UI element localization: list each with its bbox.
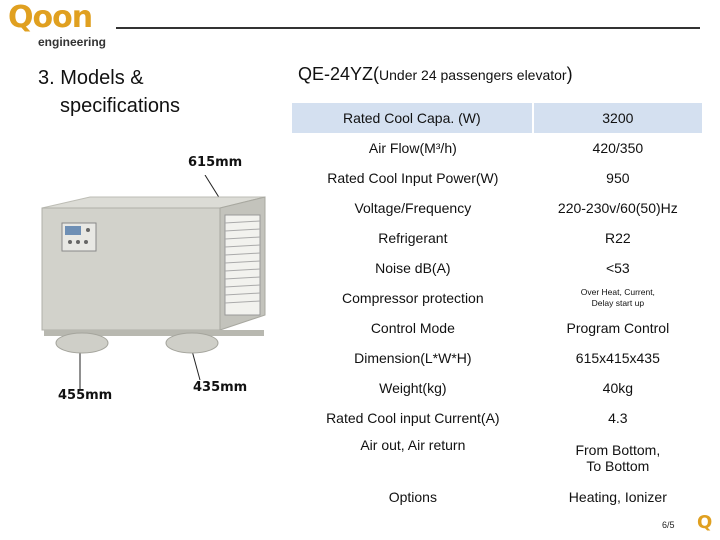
spec-value-line: Over Heat, Current, xyxy=(580,287,655,297)
spec-value: 3200 xyxy=(533,103,702,133)
spec-value: 950 xyxy=(606,170,630,186)
table-row: Rated Cool Capa. (W) 3200 xyxy=(292,103,702,133)
spec-value: 40kg xyxy=(602,380,634,396)
spec-label: Control Mode xyxy=(370,320,455,336)
table-row: Weight(kg) 40kg xyxy=(292,373,702,403)
spec-value: 420/350 xyxy=(592,140,644,156)
section-title: 3. Models & specifications xyxy=(38,64,180,120)
section-title-line1: 3. Models & xyxy=(38,67,144,89)
table-row: Control Mode Program Control xyxy=(292,313,702,343)
table-row: Compressor protection Over Heat, Current… xyxy=(292,283,702,313)
spec-value: R22 xyxy=(604,230,631,246)
spec-label: Air Flow(M³/h) xyxy=(368,140,457,156)
spec-label: Rated Cool Capa. (W) xyxy=(292,103,534,133)
table-row: Rated Cool Input Power(W) 950 xyxy=(292,163,702,193)
model-subtitle: Under 24 passengers elevator xyxy=(379,67,567,83)
spec-value: Over Heat, Current, Delay start up xyxy=(534,283,702,313)
spec-value-line: To Bottom xyxy=(586,458,650,474)
air-outlet-duct xyxy=(55,332,109,354)
air-conditioner-unit-image xyxy=(41,175,266,390)
control-panel xyxy=(61,222,97,252)
side-vent-grille xyxy=(224,214,261,316)
spec-value-line: From Bottom, xyxy=(575,442,661,458)
spec-label: Voltage/Frequency xyxy=(354,200,472,216)
table-row: Air out, Air return From Bottom, To Bott… xyxy=(292,433,702,483)
dimension-width-label: 455mm xyxy=(58,388,113,403)
corner-logo: Q xyxy=(697,512,713,533)
spec-label: Refrigerant xyxy=(378,230,448,246)
air-return-duct xyxy=(165,332,219,354)
logo-brand-text: Qoon xyxy=(8,0,93,35)
spec-value: 220-230v/60(50)Hz xyxy=(557,200,678,216)
spec-value: 615x415x435 xyxy=(575,350,660,366)
dimension-depth-label: 435mm xyxy=(193,380,248,395)
spec-label: Air out, Air return xyxy=(360,437,466,453)
spec-value-line: Delay start up xyxy=(591,298,645,308)
spec-label: Weight(kg) xyxy=(379,380,447,396)
model-title-close: ) xyxy=(566,64,573,84)
spec-value: From Bottom, To Bottom xyxy=(534,433,702,483)
table-row: Rated Cool input Current(A) 4.3 xyxy=(292,403,702,433)
spec-value: 4.3 xyxy=(608,410,628,426)
table-row: Voltage/Frequency 220-230v/60(50)Hz xyxy=(292,193,702,223)
spec-label: Rated Cool input Current(A) xyxy=(326,410,500,426)
header-rule xyxy=(116,27,700,29)
spec-label: Compressor protection xyxy=(342,290,484,306)
specifications-table: Rated Cool Capa. (W) 3200 Air Flow(M³/h)… xyxy=(292,103,702,511)
spec-label: Dimension(L*W*H) xyxy=(354,350,472,366)
table-row: Air Flow(M³/h) 420/350 xyxy=(292,133,702,163)
unit-base xyxy=(44,330,264,336)
model-title: QE-24YZ(Under 24 passengers elevator) xyxy=(298,64,573,85)
company-logo: Qoon engineering xyxy=(8,0,118,50)
spec-label: Noise dB(A) xyxy=(375,260,451,276)
table-row: Options Heating, Ionizer xyxy=(292,483,702,511)
spec-value: Program Control xyxy=(566,320,670,336)
dimension-height-label: 615mm xyxy=(188,155,243,170)
spec-label: Options xyxy=(388,489,437,505)
spec-value: <53 xyxy=(605,260,630,276)
section-title-line2: specifications xyxy=(60,95,181,117)
page-number: 6/5 xyxy=(662,520,675,530)
table-row: Noise dB(A) <53 xyxy=(292,253,702,283)
spec-value: Heating, Ionizer xyxy=(568,489,667,505)
table-row: Refrigerant R22 xyxy=(292,223,702,253)
table-row: Dimension(L*W*H) 615x415x435 xyxy=(292,343,702,373)
logo-tagline: engineering xyxy=(38,35,107,49)
spec-label: Rated Cool Input Power(W) xyxy=(327,170,499,186)
model-name: QE-24YZ( xyxy=(298,64,380,84)
